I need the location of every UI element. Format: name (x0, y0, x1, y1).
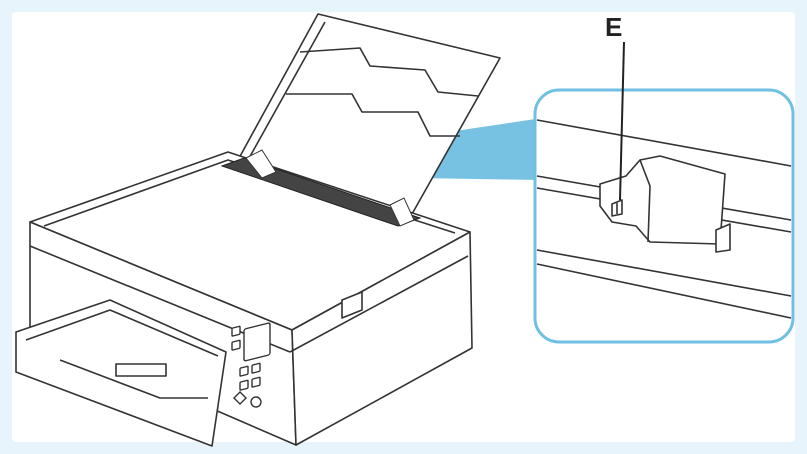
printer-body (15, 151, 473, 447)
callout-label-e: E (605, 12, 623, 42)
feed-slot (220, 149, 422, 233)
touch-screen (243, 322, 271, 362)
panel-button-diamond (233, 391, 247, 405)
panel-button (231, 325, 241, 337)
panel-button (251, 362, 261, 374)
rear-paper-support (237, 13, 501, 215)
panel-button (231, 339, 241, 351)
callout-leader (619, 41, 625, 201)
panel-button-round (250, 396, 262, 408)
panel-button (239, 365, 249, 377)
zoom-callout (533, 41, 795, 344)
panel-button (251, 376, 261, 388)
panel-button (239, 379, 249, 391)
operation-panel (231, 322, 271, 408)
